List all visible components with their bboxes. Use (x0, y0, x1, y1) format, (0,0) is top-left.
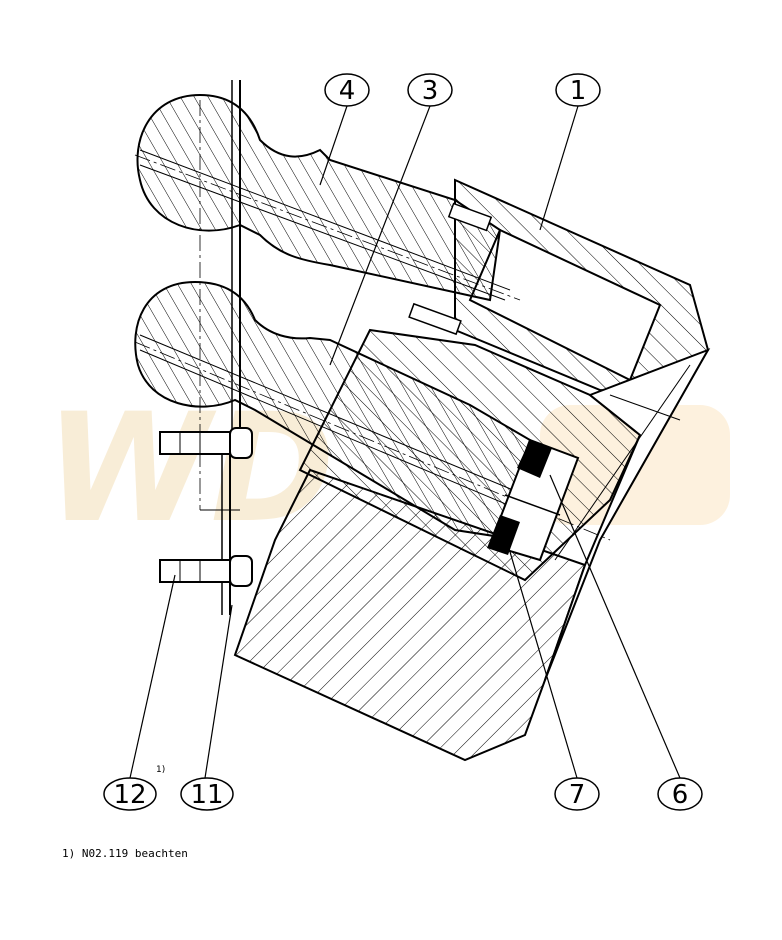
callout-12: 12 1) (103, 765, 165, 811)
callout-4-label: 4 (339, 76, 356, 106)
part-3-arm (134, 280, 611, 542)
part-4-arm (134, 93, 521, 336)
leader-lines (129, 105, 681, 779)
part-6-7-bearing (487, 438, 580, 562)
callout-11: 11 (180, 777, 234, 811)
footnote-note: 1) N02.119 beachten (62, 847, 188, 860)
part-12-screws (159, 427, 253, 587)
callout-6: 6 (657, 777, 703, 811)
callout-11-label: 11 (190, 780, 223, 810)
callout-7: 7 (554, 777, 600, 811)
callout-3: 3 (407, 73, 453, 107)
callout-3-label: 3 (422, 76, 439, 106)
callout-4: 4 (324, 73, 370, 107)
callout-7-label: 7 (569, 780, 586, 810)
footnote-marker: 1) (156, 765, 165, 775)
callout-1: 1 (555, 73, 601, 107)
callout-12-label: 12 (113, 780, 146, 810)
callout-1-label: 1 (570, 76, 587, 106)
callout-6-label: 6 (672, 780, 689, 810)
